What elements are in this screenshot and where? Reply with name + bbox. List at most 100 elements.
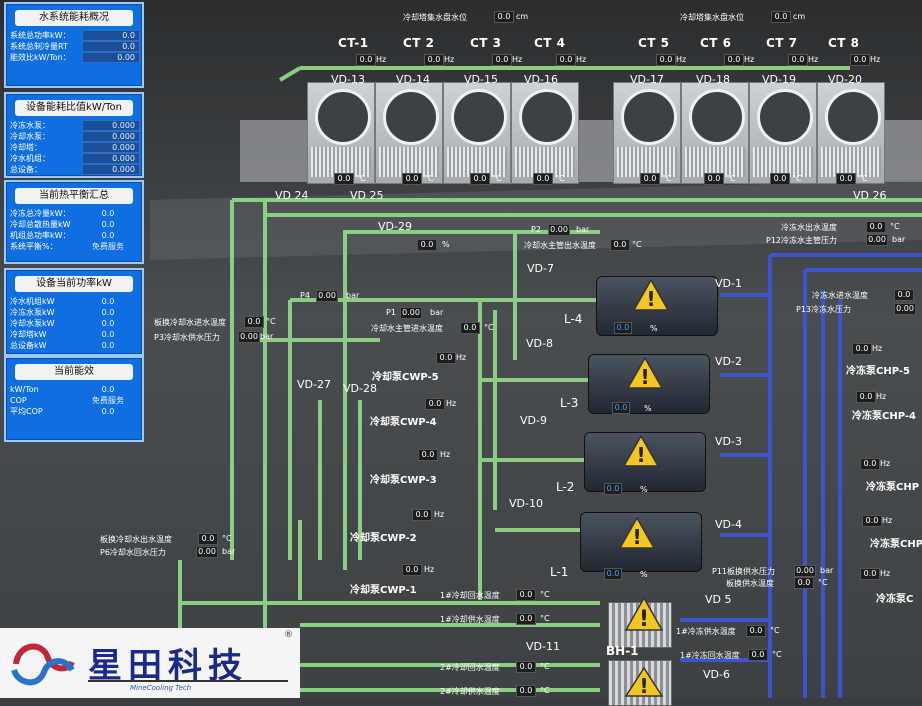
fan-icon bbox=[519, 89, 575, 145]
unit-label: °C bbox=[424, 174, 434, 183]
panel-title: 当前热平衡汇总 bbox=[15, 188, 133, 204]
basin-level-value: 0.0 bbox=[494, 11, 514, 23]
tower-temp-value: 0.0 bbox=[640, 173, 660, 185]
tower-temp-value: 0.0 bbox=[334, 173, 354, 185]
warning-icon: ! bbox=[626, 356, 664, 389]
valve-label: VD-9 bbox=[520, 414, 547, 427]
valve-open-value: 0.0 bbox=[417, 239, 437, 251]
warning-icon: ! bbox=[622, 434, 660, 467]
cooling-tower-2 bbox=[375, 82, 443, 184]
sensor-label: 2#冷却回水温度 bbox=[440, 663, 500, 672]
unit-label: °C bbox=[726, 174, 736, 183]
pressure-value: 0.00 bbox=[866, 234, 888, 246]
temp-value: 0.0 bbox=[748, 649, 768, 661]
panel-row: 冷冻水泵：0.000 bbox=[6, 120, 142, 131]
chiller-load-value: 0.0 bbox=[604, 483, 622, 495]
temp-value: 0.0 bbox=[746, 625, 766, 637]
pressure-value: 0.00 bbox=[238, 331, 260, 343]
panel-title: 设备当前功率kW bbox=[15, 276, 133, 292]
unit-label: Hz bbox=[880, 569, 891, 578]
heat-exchanger-label: BH-1 bbox=[606, 644, 639, 658]
fan-icon bbox=[757, 89, 813, 145]
sensor-label: P4 bbox=[300, 291, 310, 300]
tower-label: CT 8 bbox=[828, 36, 860, 50]
unit-label: % bbox=[640, 570, 648, 579]
warning-icon: ! bbox=[624, 666, 664, 698]
sensor-label: 板换冷却水出水温度 bbox=[100, 535, 172, 544]
basin-level-label: 冷却塔集水盘水位 bbox=[403, 13, 467, 22]
unit-label: cm bbox=[516, 12, 529, 21]
unit-label: Hz bbox=[440, 450, 451, 459]
valve-label: VD-17 bbox=[630, 73, 664, 86]
pump-label: 冷却泵CWP-4 bbox=[370, 417, 437, 428]
unit-label: °C bbox=[540, 662, 550, 671]
unit-label: % bbox=[650, 324, 658, 333]
unit-label: °C bbox=[858, 174, 868, 183]
valve-label: VD-2 bbox=[715, 355, 742, 368]
sensor-label: P3冷却水供水压力 bbox=[154, 333, 220, 342]
pressure-value: 0.00 bbox=[400, 307, 422, 319]
valve-label: VD-6 bbox=[703, 668, 730, 681]
sensor-label: P6冷却水回水压力 bbox=[100, 548, 166, 557]
unit-label: % bbox=[640, 485, 648, 494]
temp-value: 0.0 bbox=[198, 533, 218, 545]
tower-label: CT 2 bbox=[403, 36, 435, 50]
unit-label: bar bbox=[820, 566, 834, 575]
fan-icon bbox=[825, 89, 881, 145]
sensor-label: P11板换供水压力 bbox=[712, 567, 776, 576]
unit-label: % bbox=[644, 404, 652, 413]
tower-label: CT 3 bbox=[470, 36, 502, 50]
tower-temp-value: 0.0 bbox=[470, 173, 490, 185]
cooling-tower-8 bbox=[817, 82, 885, 184]
sensor-label: 冷冻水出水温度 bbox=[781, 223, 837, 232]
pressure-value: 0.00 bbox=[794, 565, 816, 577]
sensor-label: P1 bbox=[386, 308, 396, 317]
unit-label: °C bbox=[555, 174, 565, 183]
pump-label: 冷冻泵CHP-4 bbox=[852, 411, 916, 422]
fan-icon bbox=[451, 89, 507, 145]
logo-subtitle: MineCooling Tech bbox=[130, 684, 192, 692]
valve-label: VD-28 bbox=[343, 382, 377, 395]
panel-row: 冷却塔：0.000 bbox=[6, 142, 142, 153]
chiller-label: L-2 bbox=[556, 480, 575, 494]
valve-label: VD 25 bbox=[350, 189, 384, 202]
unit-label: °C bbox=[266, 317, 276, 326]
tower-hz-value: 0.0 bbox=[656, 54, 676, 66]
pump-label: 冷冻泵CHP bbox=[870, 539, 922, 550]
unit-label: Hz bbox=[882, 516, 893, 525]
pump-hz-value: 0.0 bbox=[425, 398, 445, 410]
valve-label: VD-10 bbox=[509, 497, 543, 510]
pump-label: 冷却泵CWP-2 bbox=[350, 533, 417, 544]
tower-hz-value: 0.0 bbox=[556, 54, 576, 66]
registered-mark: ® bbox=[284, 630, 293, 640]
pressure-value: 0.00 bbox=[548, 224, 570, 236]
valve-label: VD 5 bbox=[705, 593, 732, 606]
chiller-load-value: 0.0 bbox=[614, 322, 632, 334]
pressure-value: 0.00 bbox=[894, 303, 916, 315]
panel-title: 设备能耗比值kW/Ton bbox=[15, 100, 133, 116]
pump-label: 冷却泵CWP-3 bbox=[370, 475, 437, 486]
cooling-tower-3 bbox=[443, 82, 511, 184]
unit-label: Hz bbox=[872, 344, 883, 353]
unit-label: Hz bbox=[808, 55, 819, 64]
valve-label: VD-3 bbox=[715, 435, 742, 448]
logo-text: 星田科技 bbox=[88, 646, 248, 686]
temp-value: 0.0 bbox=[460, 322, 480, 334]
tower-hz-value: 0.0 bbox=[492, 54, 512, 66]
chiller-label: L-3 bbox=[560, 396, 579, 410]
sensor-label: 冷冻水进水温度 bbox=[812, 291, 868, 300]
panel-equipment-ratio: 设备能耗比值kW/Ton 冷冻水泵：0.000 冷却水泵：0.000 冷却塔：0… bbox=[4, 92, 144, 178]
panel-row: 总设备：0.000 bbox=[6, 164, 142, 175]
warning-icon: ! bbox=[624, 596, 664, 632]
unit-label: °C bbox=[540, 614, 550, 623]
panel-row: 冷却水泵：0.000 bbox=[6, 131, 142, 142]
unit-label: Hz bbox=[424, 565, 435, 574]
tower-label: CT 7 bbox=[766, 36, 798, 50]
sensor-label: 冷却水主管出水温度 bbox=[524, 241, 596, 250]
tower-hz-value: 0.0 bbox=[356, 54, 376, 66]
unit-label: Hz bbox=[444, 55, 455, 64]
svg-text:!: ! bbox=[632, 525, 641, 549]
